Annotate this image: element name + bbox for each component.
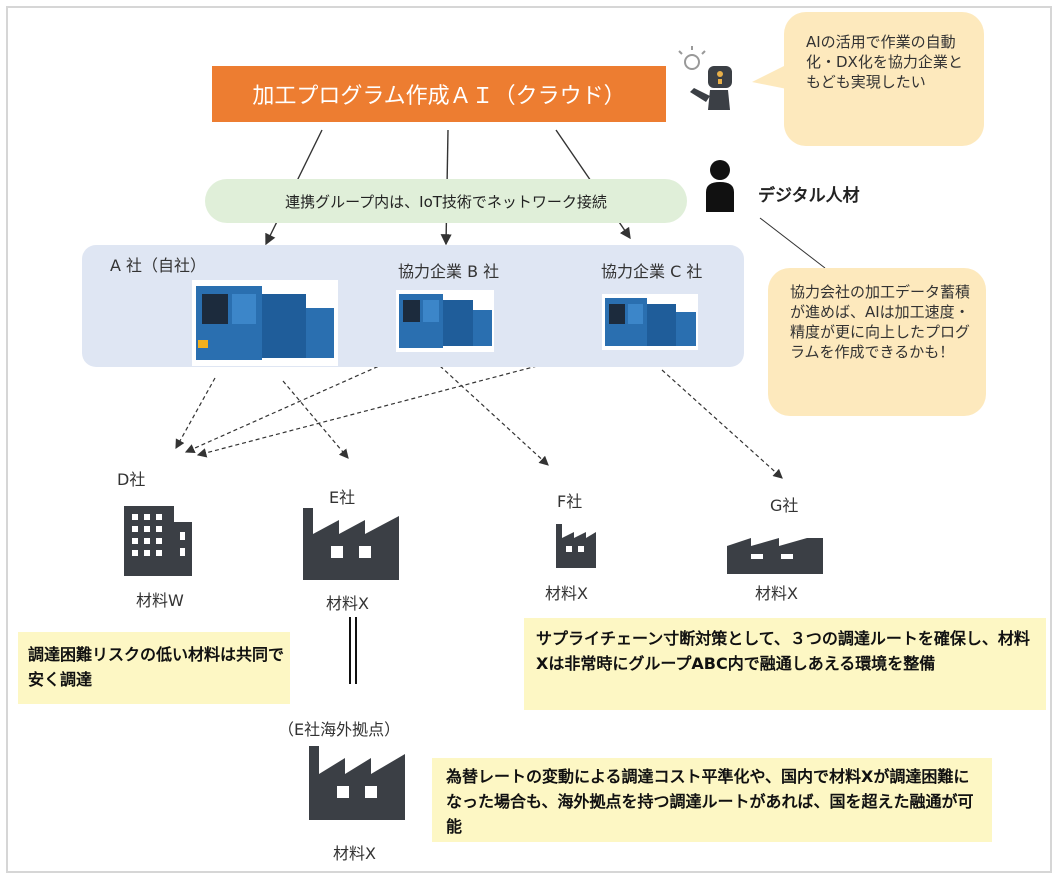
- robot-thinking-icon: [678, 46, 732, 110]
- ai-program-cloud-box: 加工プログラム作成ＡＩ（クラウド）: [212, 66, 666, 122]
- supplier-f-material: 材料X: [545, 584, 588, 603]
- data-accumulation-text: 協力会社の加工データ蓄積が進めば、AIは加工速度・精度が更に向上したプログラムを…: [790, 283, 971, 361]
- low-risk-procurement-note: 調達困難リスクの低い材料は共同で安く調達: [18, 632, 290, 704]
- factory-icon: [303, 508, 399, 580]
- digital-talent-label: デジタル人材: [758, 186, 860, 206]
- person-icon: [706, 160, 734, 212]
- supplier-g-name: G社: [770, 496, 799, 515]
- a-to-e-arrow: [282, 380, 349, 459]
- factory-icon: [556, 524, 596, 568]
- ai-program-cloud-label: 加工プログラム作成ＡＩ（クラウド）: [252, 84, 626, 109]
- ai-bubble-tail: [752, 62, 792, 90]
- low-risk-procurement-text: 調達困難リスクの低い材料は共同で安く調達: [28, 645, 285, 689]
- exchange-rate-note: 為替レートの変動による調達コスト平準化や、国内で材料Xが調達困難になった場合も、…: [432, 758, 992, 842]
- company-b-machine-icon: [396, 290, 494, 352]
- supplier-d-name: D社: [117, 470, 146, 489]
- iot-network-banner: 連携グループ内は、IoT技術でネットワーク接続: [205, 179, 687, 223]
- b-to-d-arrow: [184, 357, 398, 453]
- supplier-g-material: 材料X: [755, 584, 798, 603]
- c-to-d-arrow: [196, 349, 599, 458]
- supplier-e-name: E社: [329, 488, 356, 507]
- supply-chain-text: サプライチェーン寸断対策として、３つの調達ルートを確保し、材料Xは非常時にグルー…: [536, 629, 1030, 673]
- office-building-icon: [124, 506, 192, 576]
- supplier-f-name: F社: [557, 492, 583, 511]
- data-bubble-pointer: [759, 217, 826, 269]
- supplier-d-material: 材料W: [136, 591, 184, 610]
- b-to-f-arrow: [439, 365, 549, 466]
- c-to-g-arrow: [661, 369, 783, 479]
- company-c-label: 協力企業 C 社: [601, 262, 703, 281]
- company-c-machine-icon: [602, 294, 698, 350]
- exchange-rate-text: 為替レートの変動による調達コスト平準化や、国内で材料Xが調達困難になった場合も、…: [446, 767, 974, 836]
- supply-chain-note: サプライチェーン寸断対策として、３つの調達ルートを確保し、材料Xは非常時にグルー…: [524, 618, 1046, 710]
- ai-automation-text: AIの活用で作業の自動化・DX化を協力企業ともども実現したい: [806, 33, 963, 91]
- iot-network-label: 連携グループ内は、IoT技術でネットワーク接続: [285, 192, 607, 211]
- diagram-frame: [6, 6, 1052, 873]
- company-a-machine-icon: [192, 280, 338, 366]
- supplier-e-material: 材料X: [326, 594, 369, 613]
- ai-automation-bubble: AIの活用で作業の自動化・DX化を協力企業ともども実現したい: [784, 12, 984, 146]
- e-overseas-name: （E社海外拠点）: [278, 720, 401, 739]
- company-a-label: A 社（自社）: [110, 256, 207, 275]
- company-b-label: 協力企業 B 社: [398, 262, 500, 281]
- a-to-d-arrow: [175, 377, 216, 450]
- factory-icon: [309, 746, 405, 820]
- factory-icon: [727, 538, 823, 574]
- e-overseas-material: 材料X: [333, 844, 376, 863]
- data-accumulation-bubble: 協力会社の加工データ蓄積が進めば、AIは加工速度・精度が更に向上したプログラムを…: [768, 268, 986, 416]
